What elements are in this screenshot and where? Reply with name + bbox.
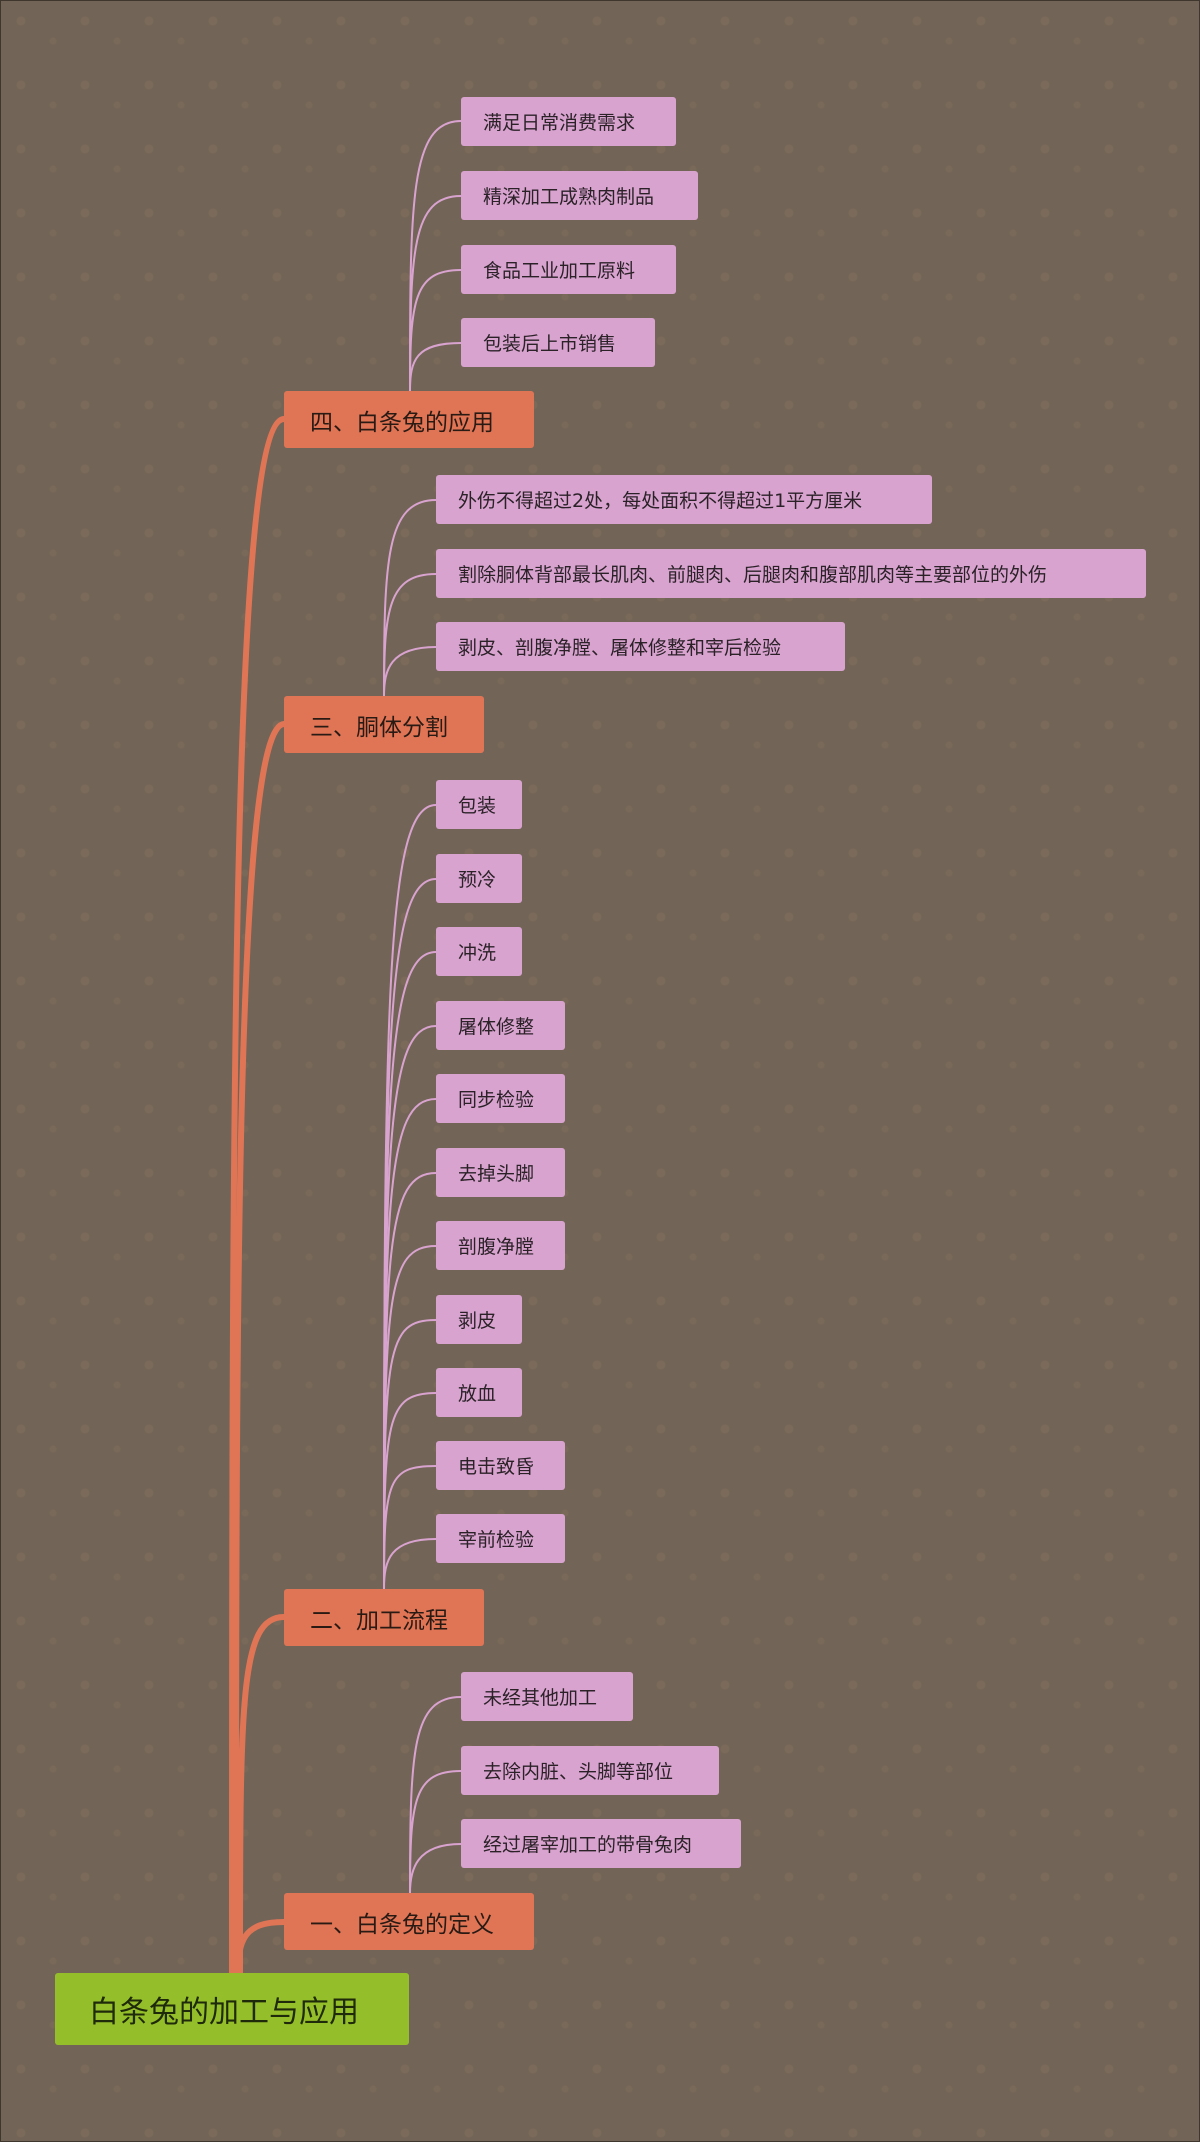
- leaf-node[interactable]: 剥皮、剖腹净膛、屠体修整和宰后检验: [436, 622, 845, 671]
- leaf-label: 包装后上市销售: [483, 333, 617, 355]
- leaf-label: 包装: [458, 795, 497, 817]
- leaf-label: 食品工业加工原料: [483, 260, 636, 282]
- section-node-processing-flow[interactable]: 二、加工流程: [284, 1589, 484, 1646]
- leaf-label: 外伤不得超过2处，每处面积不得超过1平方厘米: [458, 490, 863, 512]
- leaf-node[interactable]: 割除胴体背部最长肌肉、前腿肉、后腿肉和腹部肌肉等主要部位的外伤: [436, 549, 1146, 598]
- leaf-label: 割除胴体背部最长肌肉、前腿肉、后腿肉和腹部肌肉等主要部位的外伤: [458, 564, 1048, 586]
- section-label: 一、白条兔的定义: [310, 1911, 494, 1938]
- leaf-label: 剖腹净膛: [458, 1236, 535, 1258]
- leaf-node[interactable]: 剥皮: [436, 1295, 522, 1344]
- leaf-node[interactable]: 包装: [436, 780, 522, 829]
- leaf-node[interactable]: 外伤不得超过2处，每处面积不得超过1平方厘米: [436, 475, 932, 524]
- section-label: 四、白条兔的应用: [310, 409, 494, 436]
- leaf-label: 剥皮: [458, 1310, 497, 1332]
- leaf-node[interactable]: 食品工业加工原料: [461, 245, 676, 294]
- leaf-node[interactable]: 屠体修整: [436, 1001, 565, 1050]
- leaf-label: 冲洗: [458, 942, 497, 964]
- section-node-carcass-cutting[interactable]: 三、胴体分割: [284, 696, 484, 753]
- leaf-node[interactable]: 放血: [436, 1368, 522, 1417]
- leaf-node[interactable]: 宰前检验: [436, 1514, 565, 1563]
- leaf-node[interactable]: 满足日常消费需求: [461, 97, 676, 146]
- leaf-node[interactable]: 同步检验: [436, 1074, 565, 1123]
- leaf-node[interactable]: 包装后上市销售: [461, 318, 655, 367]
- leaf-label: 经过屠宰加工的带骨兔肉: [483, 1834, 693, 1856]
- leaf-label: 去除内脏、头脚等部位: [483, 1761, 674, 1783]
- section-label: 二、加工流程: [310, 1607, 448, 1634]
- leaf-label: 宰前检验: [458, 1529, 535, 1551]
- leaf-node[interactable]: 电击致昏: [436, 1441, 565, 1490]
- leaf-node[interactable]: 去掉头脚: [436, 1148, 565, 1197]
- leaf-label: 未经其他加工: [483, 1687, 598, 1709]
- leaf-label: 放血: [458, 1383, 497, 1405]
- leaf-label: 屠体修整: [458, 1016, 535, 1038]
- section-label: 三、胴体分割: [310, 714, 448, 741]
- leaf-label: 预冷: [458, 869, 497, 891]
- leaf-node[interactable]: 剖腹净膛: [436, 1221, 565, 1270]
- root-node[interactable]: 白条兔的加工与应用: [55, 1973, 409, 2045]
- leaf-label: 去掉头脚: [458, 1163, 535, 1185]
- section-node-application[interactable]: 四、白条兔的应用: [284, 391, 534, 448]
- section-node-definition[interactable]: 一、白条兔的定义: [284, 1893, 534, 1950]
- leaf-node[interactable]: 冲洗: [436, 927, 522, 976]
- leaf-node[interactable]: 未经其他加工: [461, 1672, 633, 1721]
- leaf-label: 同步检验: [458, 1089, 535, 1111]
- leaf-node[interactable]: 去除内脏、头脚等部位: [461, 1746, 719, 1795]
- root-label: 白条兔的加工与应用: [89, 1995, 359, 2030]
- leaf-node[interactable]: 预冷: [436, 854, 522, 903]
- leaf-label: 精深加工成熟肉制品: [483, 186, 655, 208]
- leaf-label: 满足日常消费需求: [483, 112, 636, 134]
- leaf-node[interactable]: 精深加工成熟肉制品: [461, 171, 698, 220]
- leaf-node[interactable]: 经过屠宰加工的带骨兔肉: [461, 1819, 741, 1868]
- leaf-label: 剥皮、剖腹净膛、屠体修整和宰后检验: [458, 637, 782, 659]
- leaf-label: 电击致昏: [458, 1456, 535, 1478]
